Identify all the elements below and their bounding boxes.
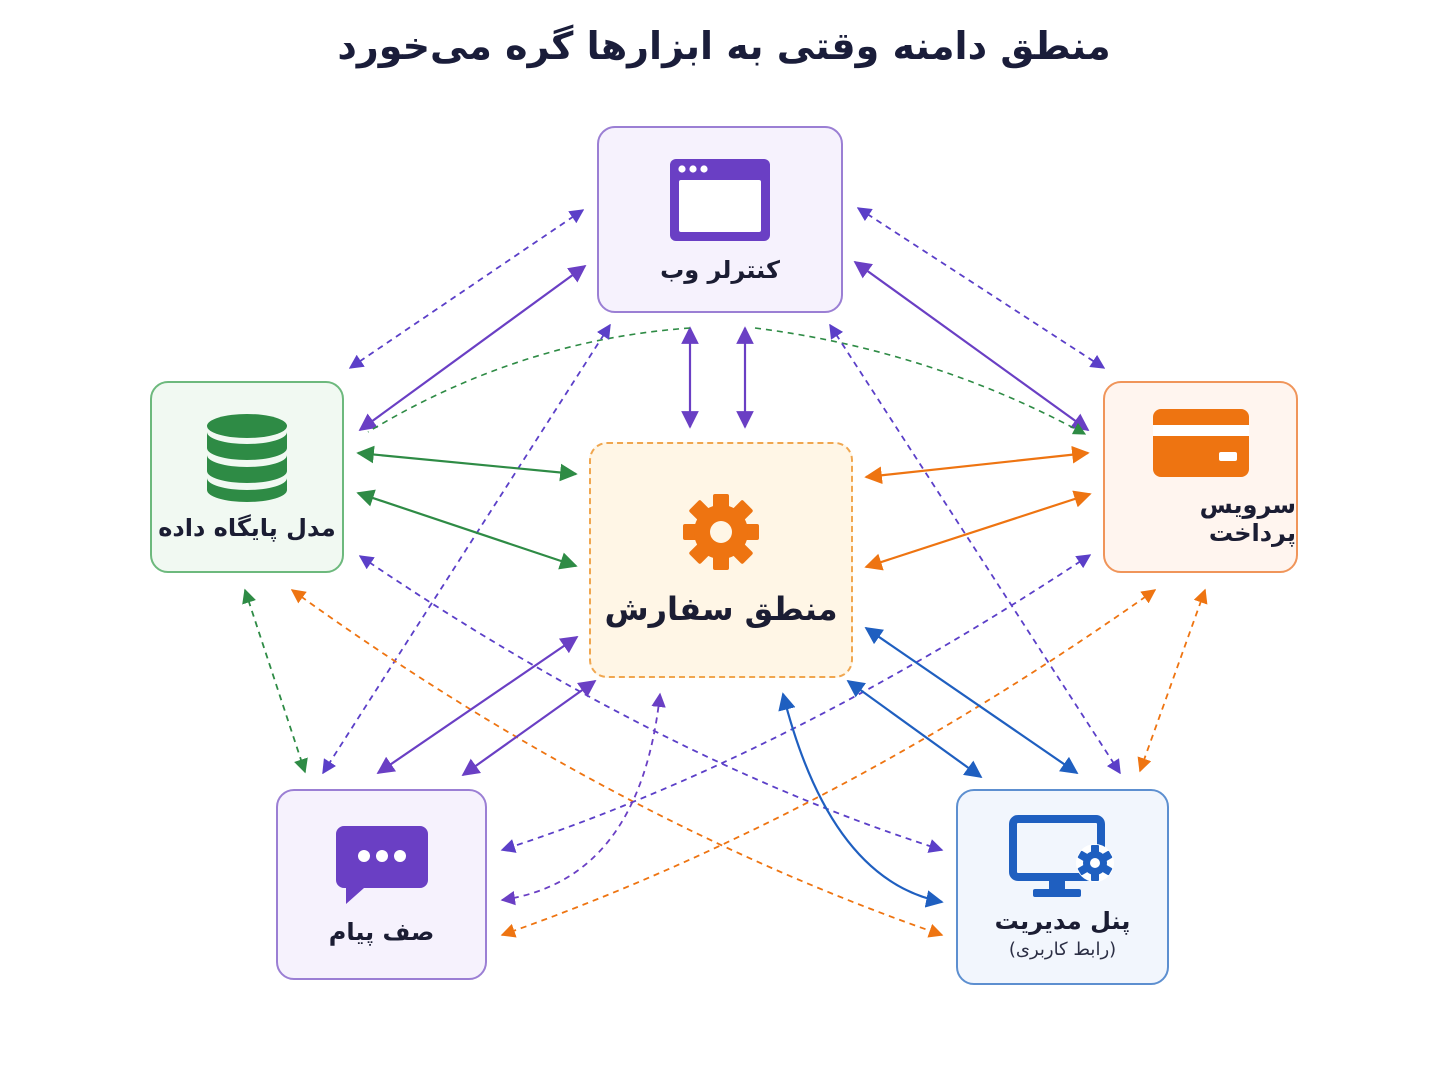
edge-web-core xyxy=(681,326,754,429)
edge-queue-core-dashed xyxy=(500,692,666,906)
node-admin-panel: پنل مدیریت (رابط کاربری) xyxy=(956,789,1169,985)
diagram-title: منطق دامنه وقتی به ابزارها گره می‌خورد xyxy=(337,24,1111,68)
node-admin-sublabel: (رابط کاربری) xyxy=(1008,938,1117,960)
node-database-model: مدل پایگاه داده xyxy=(150,381,344,573)
edge-pay-core xyxy=(864,445,1092,571)
node-db-label: مدل پایگاه داده xyxy=(158,514,336,542)
node-pay-label: سرویس پرداخت xyxy=(1199,491,1296,547)
edge-admin-core xyxy=(778,627,1079,908)
node-queue-label: صف پیام xyxy=(328,917,435,946)
edge-queue-core xyxy=(376,636,597,777)
node-core-label: منطق سفارش xyxy=(604,590,838,628)
node-message-queue: صف پیام xyxy=(276,789,487,980)
node-web-label: کنترلر وب xyxy=(660,255,780,284)
edge-db-queue xyxy=(242,588,308,774)
browser-window-icon xyxy=(670,158,770,241)
database-icon xyxy=(207,414,287,502)
edge-db-core xyxy=(356,445,578,570)
monitor-gear-icon xyxy=(1008,814,1114,897)
node-order-logic: منطق سفارش xyxy=(589,442,853,678)
gear-icon xyxy=(683,494,759,570)
node-payment-service: سرویس پرداخت xyxy=(1103,381,1298,573)
node-web-controller: کنترلر وب xyxy=(597,126,843,313)
node-admin-label: پنل مدیریت xyxy=(994,906,1131,935)
chat-bubble-icon xyxy=(335,825,428,904)
credit-card-icon xyxy=(1152,409,1249,477)
edge-pay-admin xyxy=(1137,588,1208,773)
